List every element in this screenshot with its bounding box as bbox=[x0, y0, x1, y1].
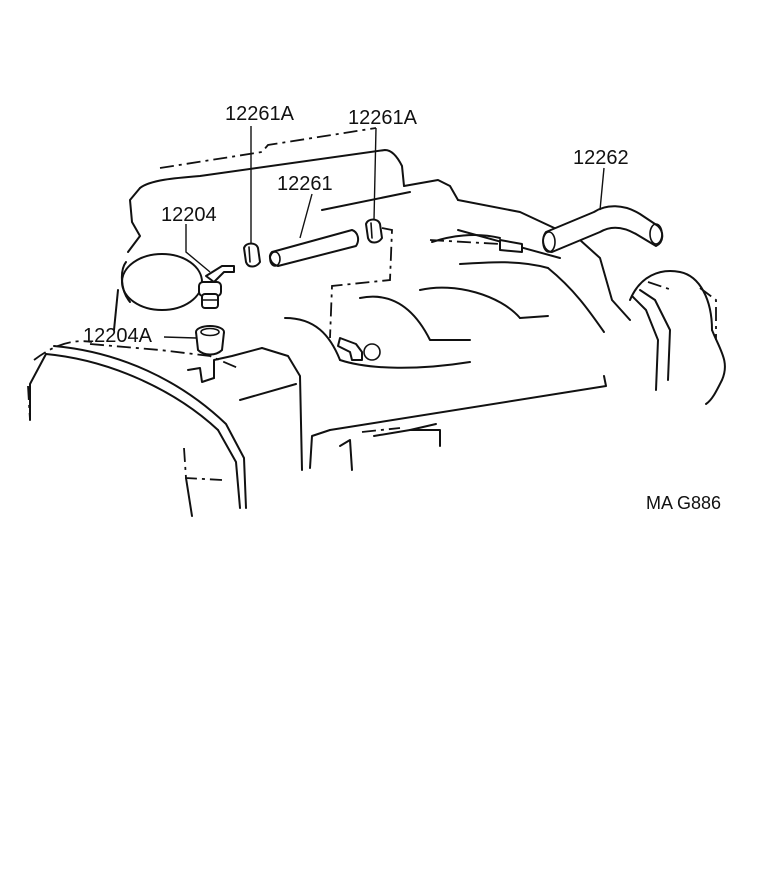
label-grommet: 12204A bbox=[83, 325, 152, 347]
grommet-part bbox=[195, 325, 225, 356]
breather-pipe bbox=[429, 239, 523, 253]
clamp-right-part bbox=[365, 218, 383, 244]
label-hose: 12261 bbox=[277, 173, 333, 195]
hose-large-part bbox=[542, 205, 664, 253]
label-pcv-valve: 12204 bbox=[161, 204, 217, 226]
label-clamp-right: 12261A bbox=[348, 107, 417, 129]
front-cover bbox=[29, 345, 441, 517]
pcv-valve-part bbox=[198, 265, 235, 309]
intake-manifold bbox=[284, 234, 726, 469]
filler-opening bbox=[113, 253, 203, 331]
reference-code: MA G886 bbox=[646, 493, 722, 513]
label-hose-large: 12262 bbox=[573, 147, 629, 169]
hidden-lines bbox=[27, 127, 717, 481]
hose-part bbox=[269, 229, 360, 267]
leader-lines bbox=[163, 126, 605, 339]
clamp-left-part bbox=[243, 242, 261, 268]
label-clamp-left: 12261A bbox=[225, 103, 294, 125]
small-hose-part bbox=[337, 337, 381, 361]
